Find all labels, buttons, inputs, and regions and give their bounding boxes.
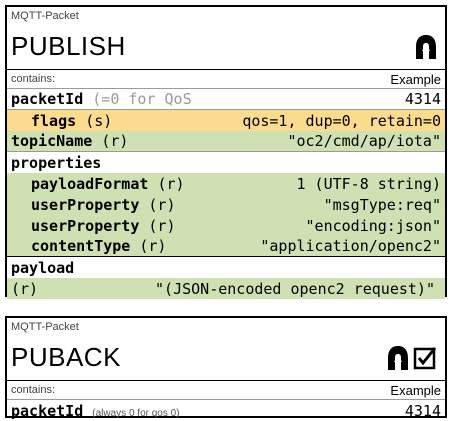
- field-value: "(JSON-encoded openc2 request)": [155, 279, 435, 298]
- row-flags: flags (s) qos=1, dup=0, retain=0: [7, 110, 445, 131]
- field-note: (always 0 for qos 0): [92, 407, 180, 419]
- row-payload-value: (r) "(JSON-encoded openc2 request)": [7, 278, 445, 299]
- publish-arrow-icon: [388, 346, 408, 370]
- contains-label: contains:: [11, 384, 56, 396]
- row-contentType: contentType (r) "application/openc2": [7, 236, 445, 257]
- contains-header: contains: Example: [7, 70, 445, 89]
- field-name: contentType: [31, 237, 131, 255]
- checkbox-checked-icon: [413, 347, 437, 370]
- row-userProperty: userProperty (r) "msgType:req": [7, 194, 445, 215]
- field-value: 4314: [404, 90, 441, 108]
- field-name: topicName: [11, 132, 93, 150]
- packet-kind: MQTT-Packet: [11, 321, 79, 333]
- field-value: "oc2/cmd/ap/iota": [287, 132, 441, 150]
- example-label: Example: [390, 72, 441, 87]
- field-value: 4314: [404, 401, 441, 420]
- row-payload: payload: [7, 257, 445, 278]
- packet-kind: MQTT-Packet: [11, 10, 79, 22]
- packet-name: PUBACK: [11, 342, 121, 372]
- field-note: (=0 for QoS: [92, 90, 192, 108]
- row-topicName: topicName (r) "oc2/cmd/ap/iota": [7, 131, 445, 152]
- row-payloadFormat: payloadFormat (r) 1 (UTF-8 string): [7, 173, 445, 194]
- field-name: packetId: [11, 401, 84, 420]
- row-packetId: packetId (always 0 for qos 0) 4314: [7, 400, 445, 421]
- field-req: (r): [148, 216, 176, 235]
- field-value: "application/openc2": [260, 237, 441, 255]
- packet-icons: [415, 34, 437, 60]
- field-name: userProperty: [31, 216, 140, 235]
- field-name: userProperty: [31, 195, 140, 214]
- field-req: (r): [157, 174, 185, 193]
- puback-packet: MQTT-Packet PUBACK contains: Example pac…: [5, 316, 447, 421]
- packet-name: PUBLISH: [11, 31, 126, 61]
- packet-icons: [387, 345, 437, 371]
- field-name: payload: [11, 258, 75, 277]
- field-value: 1 (UTF-8 string): [296, 174, 442, 193]
- field-name: properties: [11, 153, 102, 172]
- field-value: "msgType:req": [323, 195, 441, 214]
- publish-arrow-icon: [416, 35, 436, 59]
- row-packetId: packetId (=0 for QoS 4314: [7, 89, 445, 110]
- field-name: packetId: [11, 90, 84, 108]
- row-properties: properties: [7, 152, 445, 173]
- field-req: (r): [148, 195, 176, 214]
- example-label: Example: [390, 383, 441, 398]
- packet-header: MQTT-Packet PUBLISH: [7, 7, 445, 70]
- packet-header: MQTT-Packet PUBACK: [7, 318, 445, 381]
- contains-label: contains:: [11, 73, 56, 85]
- field-name: flags: [31, 111, 77, 130]
- field-name: payloadFormat: [31, 174, 149, 193]
- contains-header: contains: Example: [7, 381, 445, 400]
- publish-packet: MQTT-Packet PUBLISH contains: Example pa…: [5, 5, 447, 299]
- field-req: (r): [101, 132, 129, 150]
- field-value: "encoding:json": [305, 216, 441, 235]
- row-userProperty: userProperty (r) "encoding:json": [7, 215, 445, 236]
- field-req: (r): [139, 237, 167, 255]
- field-value: qos=1, dup=0, retain=0: [242, 111, 441, 130]
- field-req: (r): [11, 279, 39, 298]
- field-req: (s): [85, 111, 113, 130]
